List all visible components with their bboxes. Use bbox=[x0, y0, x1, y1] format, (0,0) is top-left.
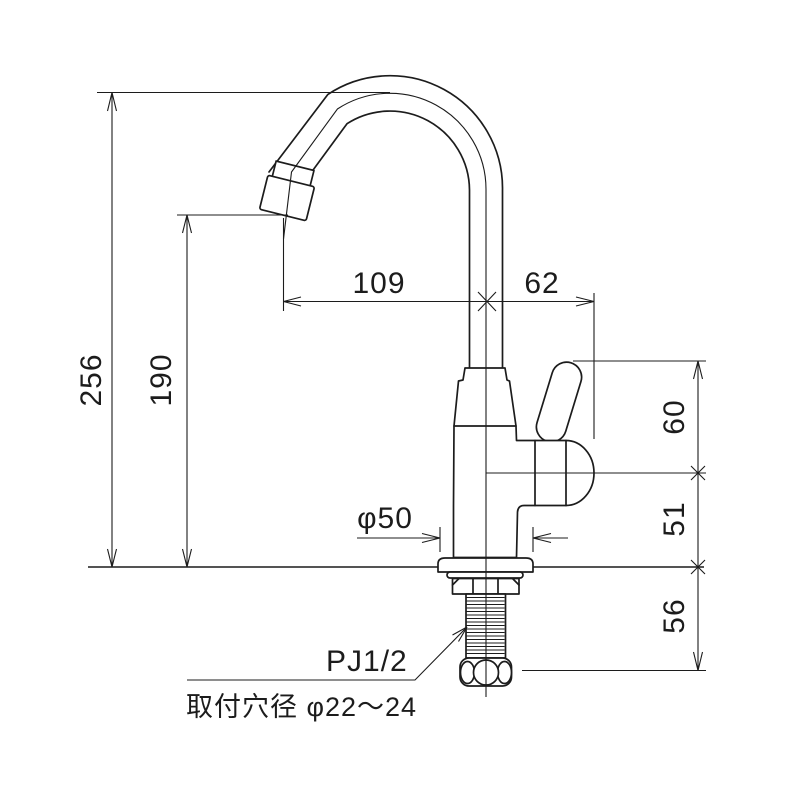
center-line bbox=[282, 92, 487, 697]
dim-overall-height: 256 bbox=[75, 353, 108, 406]
dim-spout-reach: 109 bbox=[352, 267, 405, 300]
dim-shank-length: 56 bbox=[658, 598, 691, 633]
faucet-outline bbox=[259, 74, 595, 687]
callout-thread-spec: PJ1/2 bbox=[326, 645, 408, 678]
packing-washer bbox=[446, 571, 524, 579]
leader-thread-spec bbox=[187, 626, 468, 681]
dim-handle-offset: 62 bbox=[524, 267, 559, 300]
spout-tube-inner-wall bbox=[304, 110, 471, 369]
dimension-annotations: 256 190 109 62 60 51 56 φ50 PJ1/2 取付穴径 φ… bbox=[75, 91, 706, 722]
hose-nipple-left-lobe bbox=[459, 660, 476, 685]
callout-mounting-hole: 取付穴径 φ22〜24 bbox=[186, 692, 417, 722]
leader-arrowhead bbox=[452, 626, 468, 642]
dim-junction-marks bbox=[477, 291, 706, 575]
dim-base-diameter: φ50 bbox=[357, 502, 413, 535]
faucet-body bbox=[452, 367, 595, 559]
spout-tube-outer-wall bbox=[268, 74, 504, 369]
lock-nut-facets bbox=[451, 577, 520, 595]
dim-outlet-height: 190 bbox=[145, 353, 178, 406]
dim-upper-body-height: 60 bbox=[658, 399, 691, 434]
arrowheads bbox=[106, 92, 704, 671]
dim-lower-body-height: 51 bbox=[658, 501, 691, 536]
hose-nipple-right-lobe bbox=[496, 660, 513, 685]
lever-handle bbox=[535, 361, 583, 443]
